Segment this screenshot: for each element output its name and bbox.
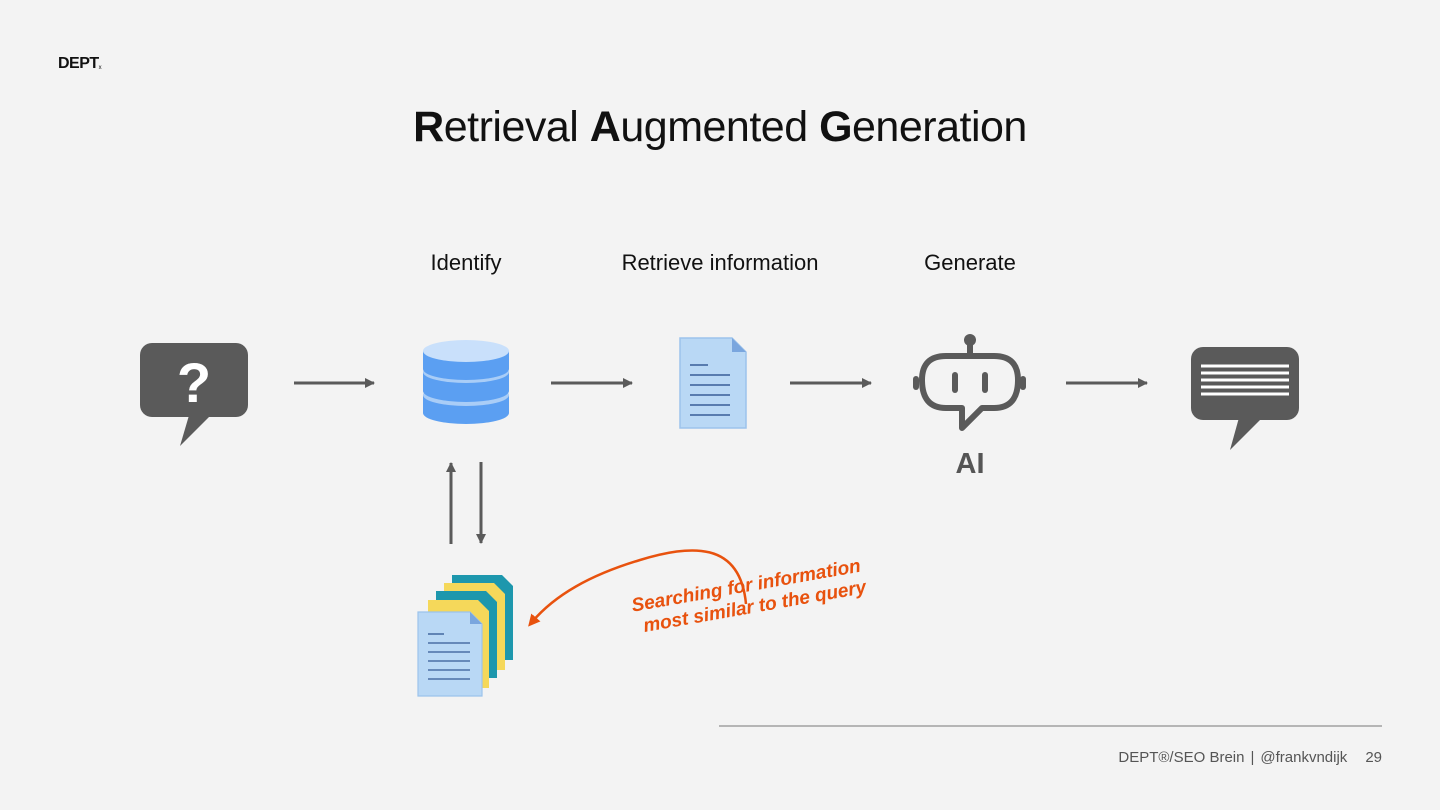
footer: DEPT®/SEO Brein | @frankvndijk 29 xyxy=(1118,749,1382,766)
svg-text:?: ? xyxy=(177,351,211,414)
step-label-retrieve: Retrieve information xyxy=(621,250,819,275)
robot-chat-icon xyxy=(913,334,1026,431)
dept-logo: DEPTx xyxy=(58,55,102,72)
footer-brand: DEPT®/SEO Brein xyxy=(1118,749,1245,766)
footer-handle: @frankvndijk xyxy=(1260,749,1348,766)
footer-separator: | xyxy=(1250,749,1255,766)
step-label-identify: Identify xyxy=(430,250,502,275)
step-label-generate: Generate xyxy=(924,250,1016,275)
database-icon xyxy=(423,340,509,424)
page-title: Retrieval Augmented Generation xyxy=(413,103,1027,151)
ai-label: AI xyxy=(955,448,985,480)
document-icon xyxy=(679,337,747,429)
document-stack-icon xyxy=(417,575,513,697)
footer-divider xyxy=(719,725,1382,727)
page-number: 29 xyxy=(1365,749,1382,766)
answer-bubble-icon xyxy=(1191,347,1299,450)
annotation-arrow xyxy=(528,549,748,627)
question-bubble-icon: ? xyxy=(140,343,248,446)
